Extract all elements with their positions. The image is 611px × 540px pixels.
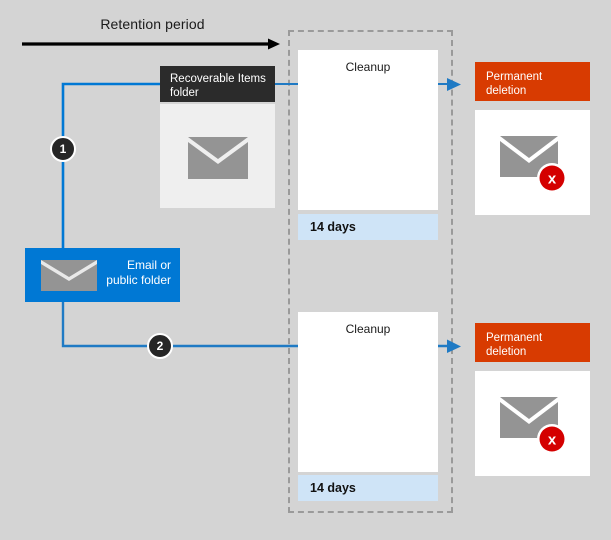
retention-days-bar-2: 14 days xyxy=(298,475,438,501)
source-label-line2: public folder xyxy=(106,273,171,287)
cleanup-label-1: Cleanup xyxy=(345,60,391,74)
retention-period-arrow-icon xyxy=(22,38,280,50)
email-or-public-folder-label: Email or public folder xyxy=(81,258,171,288)
envelope-deleted-icon: x xyxy=(500,136,567,193)
permanent-deletion-body-1: x xyxy=(475,110,590,215)
step-marker-1: 1 xyxy=(50,136,76,162)
envelope-icon xyxy=(41,260,97,291)
step-marker-2-number: 2 xyxy=(156,339,164,353)
recoverable-items-folder-header: Recoverable Items folder xyxy=(160,66,275,102)
recoverable-items-header-line2: folder xyxy=(170,86,199,99)
step-marker-2: 2 xyxy=(147,333,173,359)
source-label-line1: Email or xyxy=(126,258,171,272)
recoverable-items-header-line1: Recoverable Items xyxy=(170,73,266,85)
retention-period-label: Retention period xyxy=(100,16,205,32)
permanent-deletion-header-2-line1: Permanent xyxy=(486,332,543,344)
permanent-deletion-header-1: Permanent deletion xyxy=(475,62,590,101)
permanent-deletion-header-2: Permanent deletion xyxy=(475,323,590,362)
step-marker-1-number: 1 xyxy=(59,142,67,156)
email-or-public-folder-box: Email or public folder xyxy=(25,248,180,302)
permanent-deletion-header-1-line2: deletion xyxy=(486,85,527,97)
permanent-deletion-body-2: x xyxy=(475,371,590,476)
svg-text:x: x xyxy=(548,432,557,449)
cleanup-zone-boundary xyxy=(288,30,453,513)
permanent-deletion-header-1-line1: Permanent xyxy=(486,71,543,83)
retention-days-value-1: 14 days xyxy=(310,220,356,234)
recoverable-items-folder-body xyxy=(160,104,275,208)
svg-text:x: x xyxy=(548,171,557,188)
retention-days-bar-1: 14 days xyxy=(298,214,438,240)
retention-days-value-2: 14 days xyxy=(310,481,356,495)
cleanup-box-1: Cleanup xyxy=(298,50,438,210)
envelope-deleted-icon: x xyxy=(500,397,567,454)
cleanup-box-2: Cleanup xyxy=(298,312,438,472)
cleanup-label-2: Cleanup xyxy=(345,322,391,336)
permanent-deletion-header-2-line2: deletion xyxy=(486,346,527,358)
envelope-icon xyxy=(188,137,248,179)
